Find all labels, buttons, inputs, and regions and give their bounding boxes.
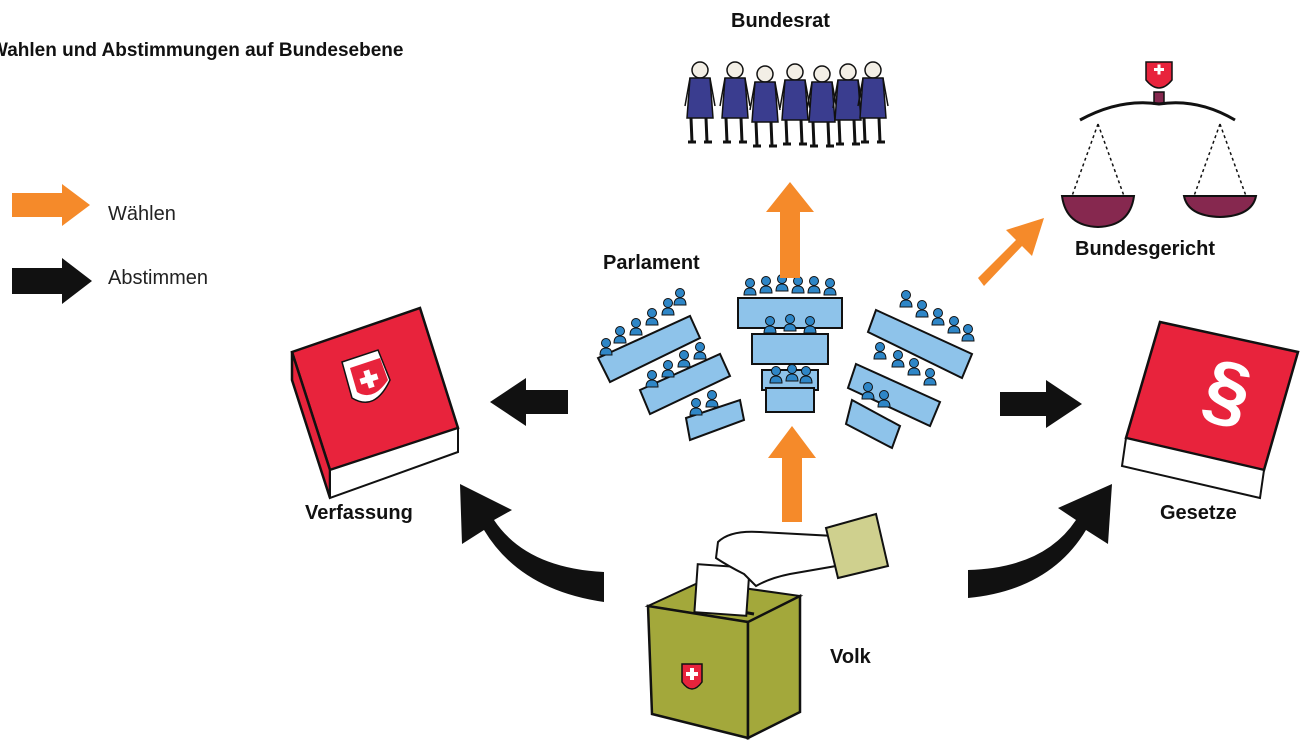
scales-of-justice-icon [1060,61,1258,229]
vote-arrow-to-gesetze [1000,380,1082,428]
parliament-chamber-icon [596,274,975,450]
vote-arrow-volk-to-gesetze [968,484,1112,598]
legend-vote-label: Abstimmen [108,267,209,289]
gesetze-label: Gesetze [1160,502,1237,524]
verfassung-label: Verfassung [305,502,413,524]
constitution-book-icon [290,306,460,500]
diagram-title: Wahlen und Abstimmungen auf Bundesebene [0,40,404,61]
federal-council-group-icon [683,60,890,148]
ballot-box-hand-icon [644,512,890,741]
legend-elect-label: Wählen [108,203,176,225]
elect-arrow-to-bundesgericht [978,218,1044,286]
volk-label: Volk [830,646,871,668]
elect-arrow-to-bundesrat [766,182,814,278]
vote-arrow-to-verfassung [490,378,568,426]
vote-arrow-volk-to-verfassung [460,484,604,602]
bundesrat-label: Bundesrat [731,10,830,32]
legend-vote-arrow [12,258,92,304]
parlament-label: Parlament [603,252,700,274]
bundesgericht-label: Bundesgericht [1075,238,1216,260]
elect-arrow-to-parlament [768,426,816,522]
legend-elect-arrow [12,184,90,226]
law-book-paragraph-icon: § [1120,320,1300,500]
